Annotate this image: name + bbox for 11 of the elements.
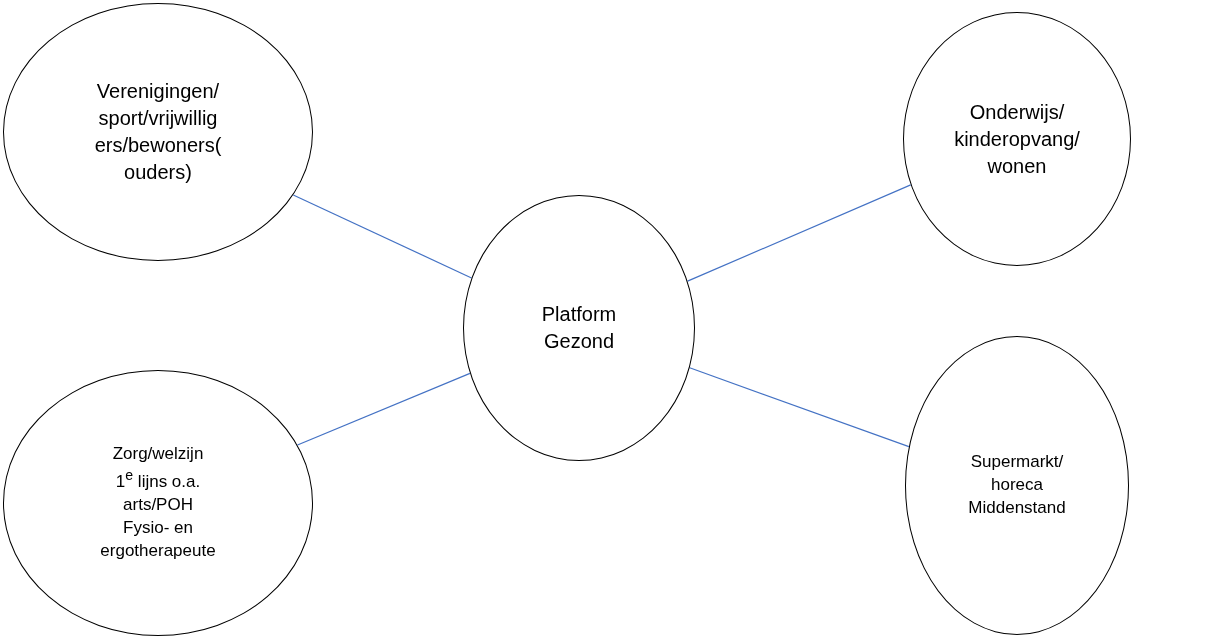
connector-line <box>686 184 912 282</box>
node-label: Fysio- en ergotherapeute <box>99 516 217 562</box>
node-label: Supermarkt/ horeca Middenstand <box>967 451 1067 519</box>
node-label: Verenigingen/ sport/vrijwillig ers/bewoners( ouders) <box>93 79 223 185</box>
node-label: 1$^{e}$ lijns o.a. arts/POH <box>114 466 202 516</box>
node-label: Onderwijs/ kinderopvang/ wonen <box>953 99 1081 179</box>
node-label: Zorg/welzijn <box>111 443 205 466</box>
connector-line <box>292 194 473 279</box>
node-label: Platform Gezond <box>540 302 618 354</box>
connector-line <box>296 372 471 446</box>
connector-line <box>689 367 910 448</box>
